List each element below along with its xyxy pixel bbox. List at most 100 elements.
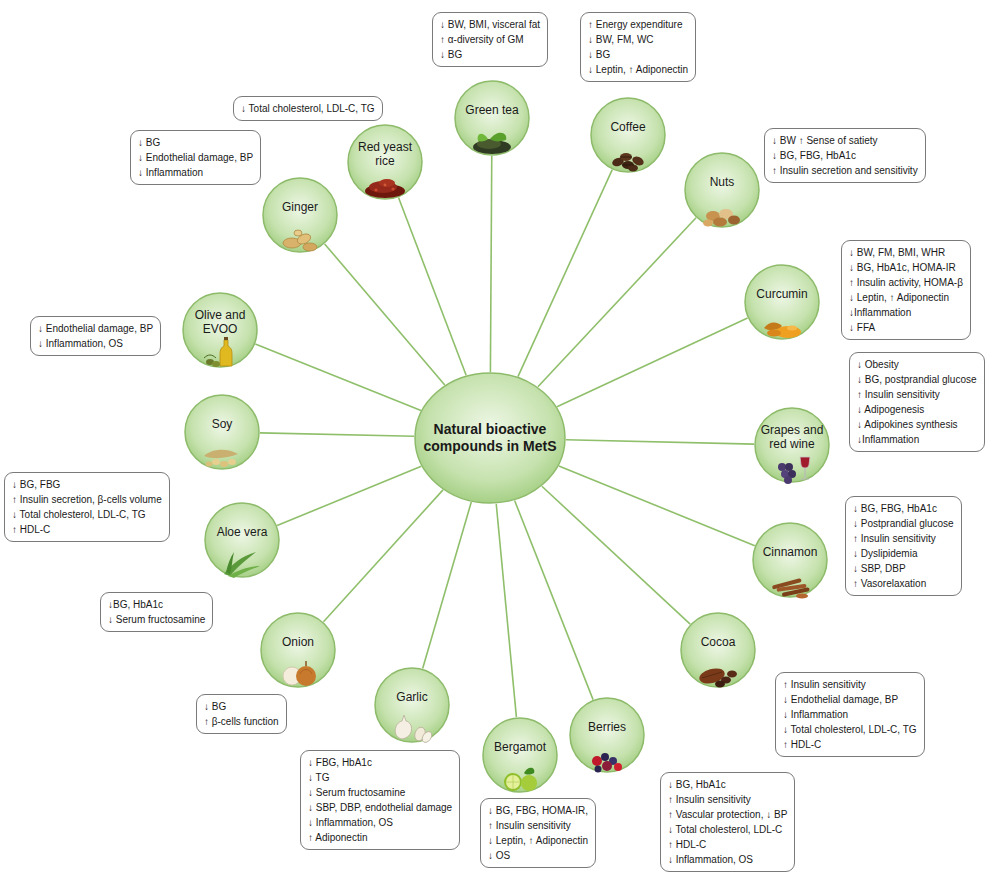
circle-outline	[374, 667, 450, 743]
node-text: ↓ BW, FM, WC	[588, 32, 688, 47]
node-text: ↑ Adiponectin	[308, 830, 452, 845]
node-text: ↓ Dyslipidemia	[853, 546, 954, 561]
node-text: Soy	[186, 417, 258, 431]
red-yeast-rice-picture-shape	[379, 179, 395, 187]
circle-outline	[204, 502, 280, 578]
circle-outline	[744, 264, 820, 340]
ginger-picture-shape	[294, 230, 302, 236]
effects-box: ↑ Energy expenditure↓ BW, FM, WC↓ BG↓ Le…	[580, 12, 696, 82]
node-text: ↓ BG, HbA1c	[668, 777, 787, 792]
node-text: ↓ Leptin, ↑ Adiponectin	[849, 290, 963, 305]
red-yeast-rice-picture-shape	[384, 184, 387, 187]
node-text: ↓ BW, FM, BMI, WHR	[849, 245, 963, 260]
node-text: ↑ Insulin activity, HOMA-β	[849, 275, 963, 290]
cinnamon-picture-shape	[796, 594, 808, 599]
effects-box: ↓ BW ↑ Sense of satiety↓ BG, FBG, HbA1c↑…	[764, 128, 926, 183]
ginger-picture-shape	[303, 243, 317, 251]
effects-box: ↓BG, HbA1c↓ Serum fructosamine	[100, 592, 213, 632]
node-text: ↓ Inflammation, OS	[38, 336, 153, 351]
node-text: Garlic	[376, 690, 448, 704]
node-text: ↓ BG, FBG, HbA1c	[772, 148, 918, 163]
food-circle: Green tea	[454, 80, 530, 156]
food-circle: Bergamot	[482, 717, 558, 793]
circle-shape	[261, 613, 335, 687]
food-circle: Nuts	[684, 152, 760, 228]
coffee-picture-shape	[628, 165, 638, 172]
circle-outline	[684, 152, 760, 228]
node-text: Red yeast rice	[349, 140, 421, 168]
node-text: ↓ Total cholesterol, LDL-C, TG	[12, 507, 162, 522]
connector-line	[260, 433, 414, 436]
node-text: ↑ Insulin sensitivity	[857, 387, 977, 402]
node-text: ↓Inflammation	[849, 305, 963, 320]
node-text: ↓ BG	[138, 135, 253, 150]
node-text: ↑ Energy expenditure	[588, 17, 688, 32]
connector-line	[559, 466, 755, 546]
node-text: ↓ Endothelial damage, BP	[138, 150, 253, 165]
connector-line	[496, 504, 516, 717]
node-text: ↑ Insulin secretion and sensitivity	[772, 163, 918, 178]
effects-box: ↓ BW, FM, BMI, WHR↓ BG, HbA1c, HOMA-IR↑ …	[841, 240, 971, 340]
food-circle: Garlic	[374, 667, 450, 743]
food-circle: Curcumin	[744, 264, 820, 340]
circle-shape	[753, 523, 827, 597]
circle-shape	[745, 265, 819, 339]
node-text: ↑ Insulin sensitivity	[668, 792, 787, 807]
node-text: ↑ α-diversity of GM	[440, 32, 540, 47]
effects-box: ↓ FBG, HbA1c↓ TG↓ Serum fructosamine↓ SB…	[300, 750, 460, 850]
ellipse-shape	[415, 373, 565, 503]
circle-outline	[482, 717, 558, 793]
node-text: ↓ BG, HbA1c, HOMA-IR	[849, 260, 963, 275]
node-text: Curcumin	[746, 287, 818, 301]
node-text: ↓ Adipokines synthesis	[857, 417, 977, 432]
circle-outline	[260, 612, 336, 688]
effects-box: ↓ BG↑ β-cells function	[196, 694, 287, 734]
grapes-wine-picture-shape	[800, 457, 810, 468]
food-circle: Cinnamon	[752, 522, 828, 598]
node-text: ↓ Total cholesterol, LDL-C, TG	[783, 722, 917, 737]
circle-outline	[680, 612, 756, 688]
cocoa-picture-shape	[727, 671, 737, 678]
node-text: ↓ FFA	[849, 320, 963, 335]
node-text: ↓ BW ↑ Sense of satiety	[772, 133, 918, 148]
node-text: Coffee	[592, 120, 664, 134]
curcumin-picture-shape	[767, 330, 781, 337]
berries-picture-shape	[592, 756, 602, 766]
node-text: ↓ Postprandial glucose	[853, 516, 954, 531]
circle-shape	[483, 718, 557, 792]
node-text: ↓ Leptin, ↑ Adiponectin	[488, 833, 588, 848]
node-text: ↓ Leptin, ↑ Adiponectin	[588, 62, 688, 77]
food-circle: Ginger	[262, 177, 338, 253]
connector-line	[515, 500, 593, 699]
node-text: ↑ HDL-C	[668, 837, 787, 852]
food-circle: Onion	[260, 612, 336, 688]
connector-line	[277, 466, 421, 525]
node-text: ↓ OS	[488, 848, 588, 863]
node-text: Natural bioactive compounds in MetS	[423, 421, 557, 455]
node-text: ↓ Inflammation, OS	[668, 852, 787, 867]
circle-shape	[375, 668, 449, 742]
circle-shape	[348, 125, 422, 199]
node-text: ↑ β-cells function	[204, 714, 279, 729]
node-text: ↓ BG, FBG, HbA1c	[853, 501, 954, 516]
node-text: ↓ FBG, HbA1c	[308, 755, 452, 770]
connector-line	[399, 198, 467, 376]
circle-shape	[570, 698, 644, 772]
grapes-wine-picture-shape	[785, 463, 793, 471]
node-text: ↓ BG	[440, 47, 540, 62]
node-text: ↓ SBP, DBP, endothelial damage	[308, 800, 452, 815]
circle-shape	[681, 613, 755, 687]
berries-picture-shape	[614, 763, 622, 771]
circle-shape	[183, 293, 257, 367]
node-text: ↓ Obesity	[857, 357, 977, 372]
node-text: ↓ BG	[588, 47, 688, 62]
effects-box: ↓ BG↓ Endothelial damage, BP↓ Inflammati…	[130, 130, 261, 185]
food-circle: Berries	[569, 697, 645, 773]
node-text: Cocoa	[682, 635, 754, 649]
connector-line	[324, 490, 444, 622]
soy-picture-shape	[206, 461, 213, 466]
circle-shape	[205, 503, 279, 577]
node-text: ↓ BG, FBG	[12, 477, 162, 492]
soy-picture-shape	[228, 459, 236, 465]
circle-shape	[455, 81, 529, 155]
